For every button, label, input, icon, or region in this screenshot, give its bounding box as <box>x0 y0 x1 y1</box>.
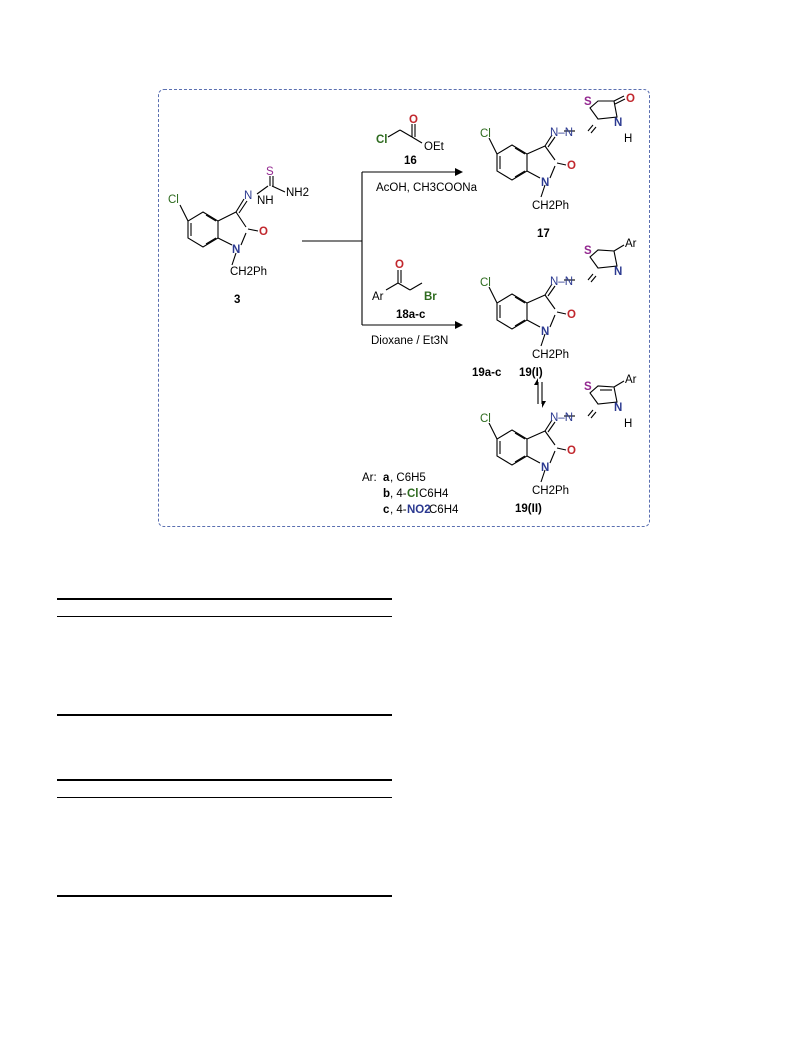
table1-header-rule <box>57 616 392 617</box>
reaction-scheme-frame <box>158 89 650 527</box>
r16-cl: Cl <box>376 134 388 146</box>
c19i-label-a: 19a-c <box>472 367 502 379</box>
c17-h: H <box>624 133 632 145</box>
c3-nh2: NH2 <box>286 187 309 199</box>
compound-19II-structure <box>488 380 625 483</box>
c19ii-cl: Cl <box>480 413 491 425</box>
compound-19I-structure <box>488 244 625 347</box>
c19ii-ch2ph: CH2Ph <box>532 485 569 497</box>
c3-n-azo: N <box>244 190 252 202</box>
ar-a-text: , C6H5 <box>390 472 426 484</box>
r16-o: O <box>409 114 418 126</box>
c3-ch2ph: CH2Ph <box>230 266 267 278</box>
c17-n3: N <box>614 117 622 129</box>
ar-c-letter: c <box>383 504 390 516</box>
c3-o: O <box>259 226 268 238</box>
ar-c-hl: NO2 <box>407 504 431 516</box>
ar-b-letter: b <box>383 488 390 500</box>
c17-ch2ph: CH2Ph <box>532 200 569 212</box>
table2-top-rule <box>57 779 392 781</box>
r18-label: 18a-c <box>396 309 426 321</box>
table2-header-rule <box>57 797 392 798</box>
c19ii-s: S <box>584 381 592 393</box>
c19i-n1: N <box>541 326 549 338</box>
r18-o: O <box>395 259 404 271</box>
c3-cl: Cl <box>168 194 179 206</box>
c19i-o: O <box>567 309 576 321</box>
c17-n1: N <box>541 177 549 189</box>
c19ii-n: N <box>614 402 622 414</box>
table1-top-rule <box>57 598 392 600</box>
c17-s: S <box>584 96 592 108</box>
compound-17-structure <box>488 95 626 198</box>
ar-c-text1: , 4- <box>390 504 407 516</box>
conditions-2: Dioxane / Et3N <box>371 335 448 347</box>
c17-cl: Cl <box>480 128 491 140</box>
c19i-azo: N–N <box>550 276 573 288</box>
c3-label: 3 <box>234 294 240 306</box>
c19i-s: S <box>584 245 592 257</box>
c19i-ar: Ar <box>625 238 637 250</box>
c19i-cl: Cl <box>480 277 491 289</box>
c3-nh: NH <box>257 195 274 207</box>
c19i-label-b: 19(I) <box>519 367 543 379</box>
c3-s: S <box>266 166 274 178</box>
ar-b-hl: Cl <box>407 488 419 500</box>
ar-prefix: Ar: <box>362 472 377 484</box>
c3-n-ring: N <box>232 244 240 256</box>
ar-a-letter: a <box>383 472 390 484</box>
c19i-ch2ph: CH2Ph <box>532 349 569 361</box>
r16-oet: OEt <box>424 141 445 153</box>
ar-c-text2: C6H4 <box>429 504 459 516</box>
r18-ar: Ar <box>372 291 384 303</box>
reagent-18-structure <box>385 270 423 291</box>
ar-b-text1: , 4- <box>390 488 407 500</box>
c17-o: O <box>626 93 635 105</box>
compound-3-structure <box>179 176 286 266</box>
c19ii-n1: N <box>541 462 549 474</box>
c19ii-azo: N–N <box>550 412 573 424</box>
c19i-n: N <box>614 266 622 278</box>
conditions-1: AcOH, CH3COONa <box>376 182 478 194</box>
c17-o2: O <box>567 160 576 172</box>
r16-label: 16 <box>404 155 417 167</box>
r18-br: Br <box>424 291 437 303</box>
arrowhead-17 <box>455 168 463 176</box>
arrowhead-19 <box>455 321 463 329</box>
c19ii-h: H <box>624 418 632 430</box>
ar-b-text2: C6H4 <box>419 488 449 500</box>
c19ii-o: O <box>567 445 576 457</box>
c19ii-ar: Ar <box>625 374 637 386</box>
c19ii-label: 19(II) <box>515 503 542 515</box>
reagent-16-structure <box>387 124 423 144</box>
table2-bottom-rule <box>57 895 392 897</box>
c17-azo: N–N <box>550 127 573 139</box>
c17-label: 17 <box>537 228 550 240</box>
table1-bottom-rule <box>57 714 392 716</box>
